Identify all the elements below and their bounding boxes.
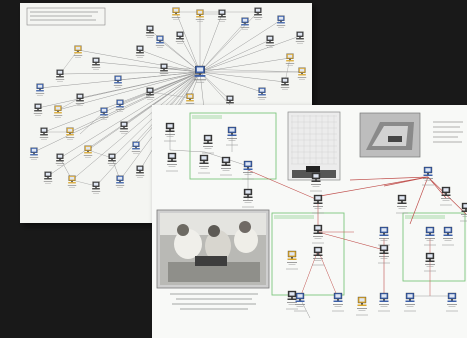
gear-node-icon bbox=[67, 175, 77, 188]
monitor-node-icon bbox=[135, 45, 145, 58]
computer-node-icon bbox=[257, 87, 267, 100]
monitor-node-icon bbox=[461, 202, 467, 217]
computer-node-icon bbox=[29, 147, 39, 160]
computer-node-icon bbox=[193, 65, 207, 83]
computer-node-icon bbox=[379, 226, 389, 241]
monitor-node-icon bbox=[159, 63, 169, 76]
computer-node-icon bbox=[423, 166, 433, 181]
computer-node-icon bbox=[115, 175, 125, 188]
monitor-node-icon bbox=[165, 122, 175, 137]
monitor-node-icon bbox=[199, 154, 209, 169]
computer-node-icon bbox=[99, 107, 109, 120]
photo-users bbox=[156, 209, 270, 289]
gear-node-icon bbox=[285, 53, 295, 66]
gear-node-icon bbox=[65, 127, 75, 140]
photo-caption bbox=[170, 293, 258, 310]
monitor-node-icon bbox=[55, 153, 65, 166]
group-box-right bbox=[402, 212, 466, 282]
monitor-node-icon bbox=[217, 9, 227, 22]
monitor-node-icon bbox=[221, 156, 231, 171]
computer-node-icon bbox=[379, 292, 389, 307]
front-page-nodes bbox=[164, 122, 467, 316]
computer-node-icon bbox=[405, 292, 415, 307]
monitor-node-icon bbox=[379, 244, 389, 259]
monitor-node-icon bbox=[55, 69, 65, 82]
note-text-block bbox=[433, 121, 463, 143]
computer-node-icon bbox=[240, 17, 250, 30]
monitor-node-icon bbox=[107, 153, 117, 166]
monitor-node-icon bbox=[39, 127, 49, 140]
monitor-node-icon bbox=[397, 194, 407, 209]
monitor-node-icon bbox=[91, 181, 101, 194]
monitor-node-icon bbox=[265, 35, 275, 48]
computer-node-icon bbox=[131, 141, 141, 154]
monitor-node-icon bbox=[75, 93, 85, 106]
group-box-center-header bbox=[274, 215, 314, 219]
computer-node-icon bbox=[115, 99, 125, 112]
gear-node-icon bbox=[73, 45, 83, 58]
monitor-node-icon bbox=[145, 25, 155, 38]
monitor-node-icon bbox=[313, 246, 323, 261]
monitor-node-icon bbox=[167, 152, 177, 167]
monitor-node-icon bbox=[295, 31, 305, 44]
group-box-top-left-header bbox=[192, 115, 222, 119]
monitor-node-icon bbox=[175, 31, 185, 44]
gear-node-icon bbox=[53, 105, 63, 118]
monitor-node-icon bbox=[135, 165, 145, 178]
group-box-top-left bbox=[189, 112, 277, 180]
monitor-node-icon bbox=[253, 7, 263, 20]
back-page-legend-box bbox=[26, 7, 106, 26]
computer-node-icon bbox=[155, 35, 165, 48]
monitor-node-icon bbox=[313, 224, 323, 239]
gear-node-icon bbox=[83, 145, 93, 158]
monitor-node-icon bbox=[280, 77, 290, 90]
monitor-node-icon bbox=[145, 87, 155, 100]
monitor-node-icon bbox=[287, 290, 297, 305]
computer-node-icon bbox=[243, 160, 253, 175]
grid-screenshot-thumbnail bbox=[287, 111, 341, 181]
monitor-node-icon bbox=[441, 186, 451, 201]
equipment-photo-thumbnail bbox=[359, 112, 421, 158]
computer-node-icon bbox=[447, 292, 457, 307]
computer-node-icon bbox=[425, 226, 435, 241]
monitor-node-icon bbox=[119, 121, 129, 134]
group-box-right-header bbox=[405, 215, 445, 219]
back-page-nodes bbox=[29, 7, 307, 194]
monitor-node-icon bbox=[425, 252, 435, 267]
back-page-legend-text bbox=[30, 11, 98, 21]
computer-node-icon bbox=[443, 226, 453, 241]
monitor-node-icon bbox=[33, 103, 43, 116]
monitor-node-icon bbox=[203, 134, 213, 149]
monitor-node-icon bbox=[91, 57, 101, 70]
computer-node-icon bbox=[333, 292, 343, 307]
computer-node-icon bbox=[276, 15, 286, 28]
monitor-node-icon bbox=[311, 172, 321, 187]
computer-node-icon bbox=[227, 126, 237, 141]
gear-node-icon bbox=[195, 9, 205, 22]
monitor-node-icon bbox=[43, 171, 53, 184]
computer-node-icon bbox=[35, 83, 45, 96]
gear-node-icon bbox=[357, 296, 367, 311]
gear-node-icon bbox=[287, 250, 297, 265]
monitor-node-icon bbox=[313, 194, 323, 209]
gear-node-icon bbox=[171, 7, 181, 20]
group-box-center bbox=[271, 212, 345, 296]
computer-node-icon bbox=[113, 75, 123, 88]
computer-node-icon bbox=[295, 292, 305, 307]
gear-node-icon bbox=[297, 67, 307, 80]
monitor-node-icon bbox=[243, 188, 253, 203]
